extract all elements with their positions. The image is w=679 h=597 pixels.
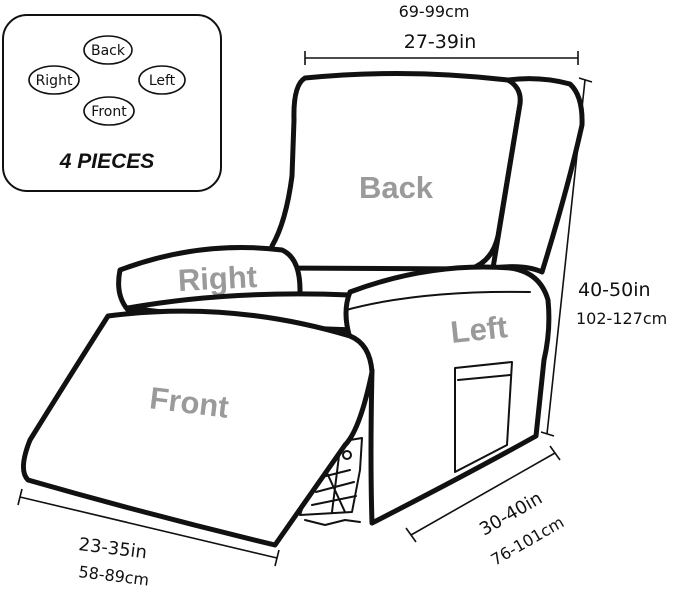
legend-pill-left-label: Left xyxy=(149,73,176,89)
legend-pill-back-label: Back xyxy=(91,43,126,59)
depth-dimension-line xyxy=(410,452,556,536)
pieces-legend: Back Right Left Front 4 PIECES xyxy=(2,14,222,192)
depth-dimension-tick-end xyxy=(549,445,561,461)
left-armrest-seam xyxy=(345,290,531,311)
depth-dimension-tick-start xyxy=(405,527,417,543)
front-footrest-cover xyxy=(21,308,375,548)
mechanism-bars xyxy=(311,447,357,513)
width-dimension: 69-99cm 27-39in xyxy=(304,2,579,65)
footrest-dimension-tick-left xyxy=(17,488,23,506)
mechanism-base xyxy=(304,519,361,526)
pocket-hem xyxy=(457,374,511,381)
left-armrest-cover xyxy=(343,264,552,526)
legend-pill-right-label: Right xyxy=(36,73,73,89)
footrest-dimension-line xyxy=(19,496,278,559)
right-part-label: Right xyxy=(177,259,258,298)
width-in-label: 27-39in xyxy=(404,31,477,53)
legend-pill-front-label: Front xyxy=(91,104,127,120)
height-cm-label: 102-127cm xyxy=(576,309,667,328)
width-cm-label: 69-99cm xyxy=(399,2,470,21)
recliner-mechanism xyxy=(299,437,363,526)
pieces-count-label: 4 PIECES xyxy=(59,150,155,173)
legend-pill-back xyxy=(83,35,133,65)
backrest-side-panel xyxy=(490,76,585,275)
legend-pill-front xyxy=(83,96,135,126)
back-part-label: Back xyxy=(359,170,434,205)
height-in-label: 40-50in xyxy=(578,279,651,301)
mechanism-bolt xyxy=(342,450,352,460)
legend-pill-left xyxy=(138,65,186,95)
legend-pill-right xyxy=(28,65,80,95)
backrest: Back xyxy=(269,70,585,275)
height-dimension-tick-bottom xyxy=(540,431,555,437)
side-storage-pocket xyxy=(454,361,513,473)
left-part-label: Left xyxy=(449,309,509,350)
front-footrest: Front xyxy=(21,308,375,548)
left-armrest: Left xyxy=(343,264,552,526)
footrest-in-label: 23-35in xyxy=(77,534,148,563)
footrest-cm-label: 58-89cm xyxy=(78,562,151,589)
height-dimension-tick-top xyxy=(578,77,593,83)
footrest-dimension-tick-right xyxy=(274,549,280,567)
